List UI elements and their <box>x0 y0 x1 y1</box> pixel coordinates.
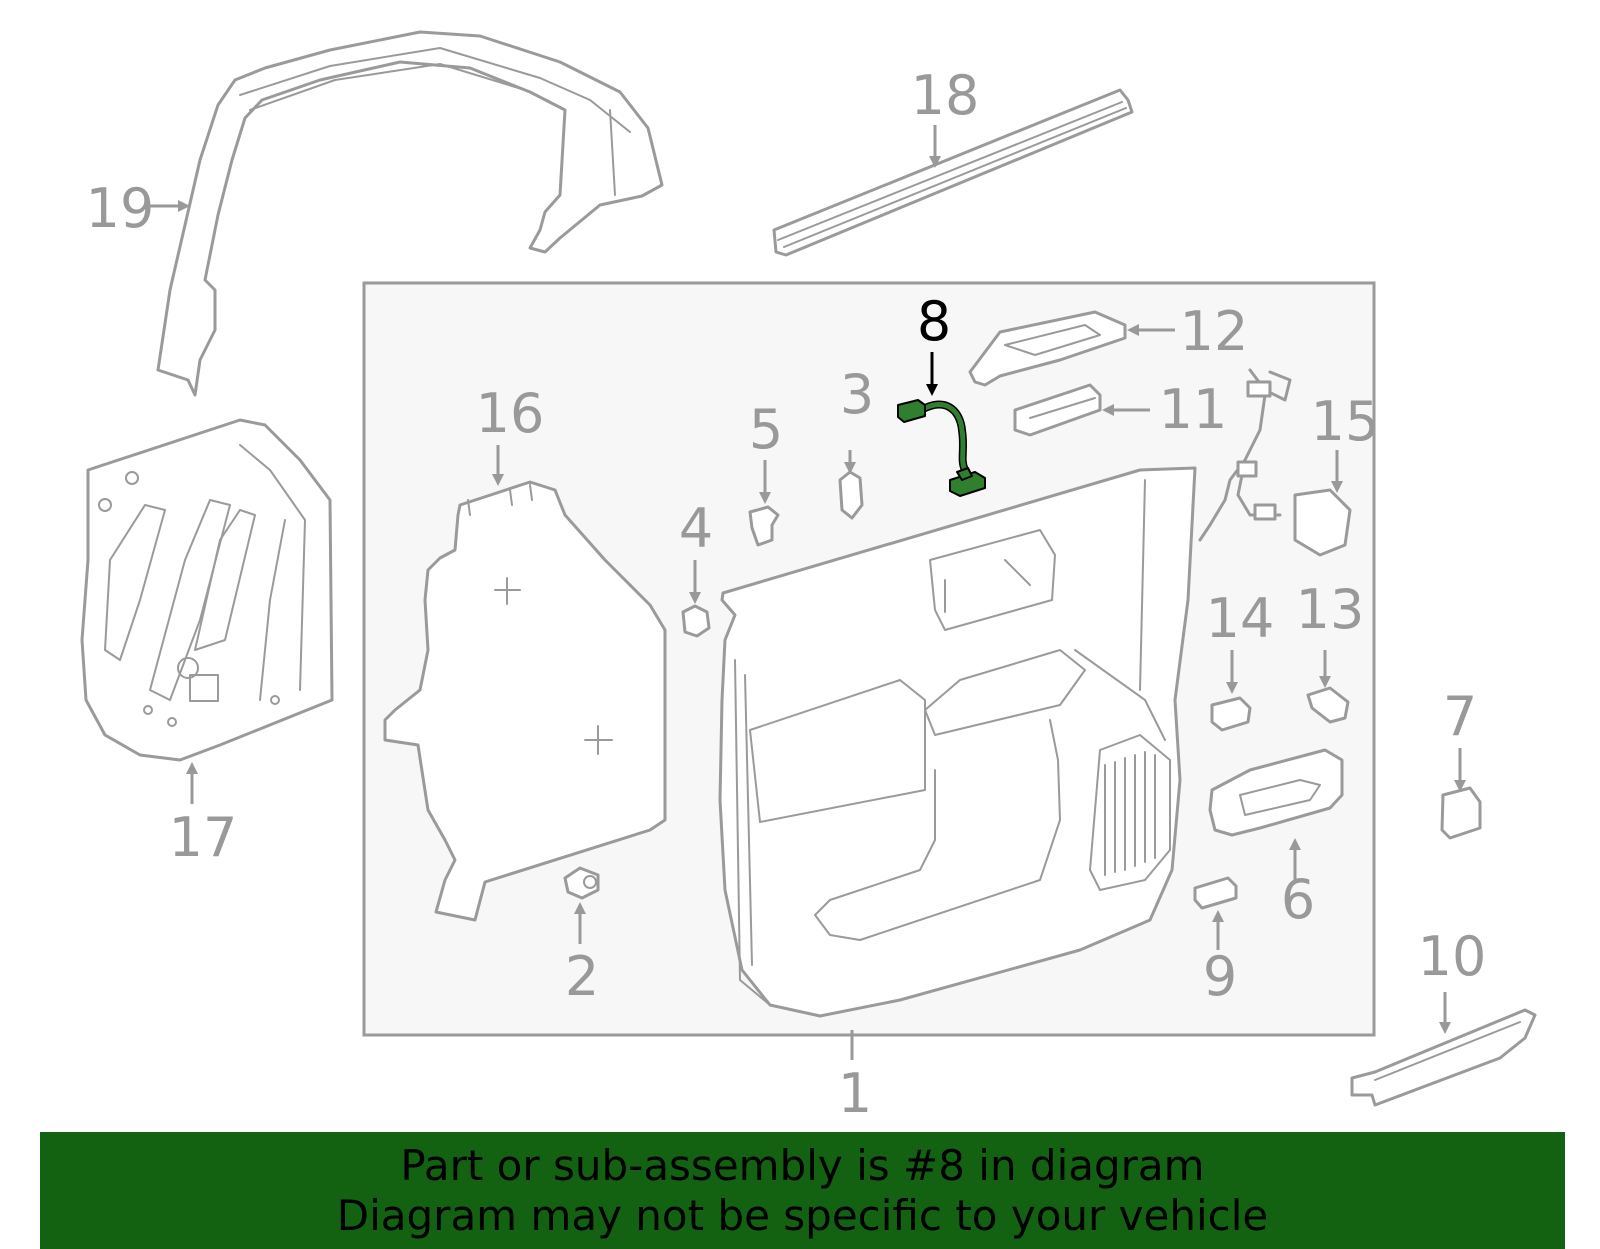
door-trim-panel <box>718 466 1197 1018</box>
callout-6: 6 <box>1281 868 1315 931</box>
callout-12: 12 <box>1180 300 1249 363</box>
part-7-cap <box>1440 786 1482 840</box>
callout-8: 8 <box>917 290 951 353</box>
part-13-switch <box>1306 686 1350 724</box>
part-6-inside-handle <box>1208 748 1344 837</box>
callout-4: 4 <box>679 497 713 560</box>
part-3-clip <box>838 470 864 520</box>
part-11-window-switch <box>1013 383 1102 437</box>
callout-17: 17 <box>169 806 238 869</box>
part-16-water-deflector <box>383 480 667 922</box>
callout-2: 2 <box>565 945 599 1008</box>
callout-1: 1 <box>838 1062 872 1125</box>
callout-7: 7 <box>1443 685 1477 748</box>
callout-9: 9 <box>1203 945 1237 1008</box>
part-4-nut <box>681 604 711 638</box>
callout-11: 11 <box>1159 378 1228 441</box>
callout-14: 14 <box>1206 587 1275 650</box>
callout-16: 16 <box>476 382 545 445</box>
part-18-belt-molding <box>772 88 1134 257</box>
callout-10: 10 <box>1418 925 1487 988</box>
part-5-push-pin <box>748 505 780 547</box>
part-14-switch <box>1210 696 1252 732</box>
callout-13: 13 <box>1296 578 1365 641</box>
callout-3: 3 <box>840 363 874 426</box>
callout-5: 5 <box>749 398 783 461</box>
banner-line-part: Part or sub-assembly is #8 in diagram <box>400 1141 1205 1190</box>
part-9-insert <box>1193 876 1238 910</box>
info-banner: Part or sub-assembly is #8 in diagram Di… <box>40 1132 1565 1249</box>
callout-19: 19 <box>86 177 155 240</box>
part-15-wiring-harness <box>1198 368 1352 557</box>
part-10-molding <box>1350 1008 1537 1107</box>
part-12-switch-bezel <box>968 310 1127 387</box>
callout-18: 18 <box>911 64 980 127</box>
part-19-frame-molding <box>156 30 664 397</box>
part-2-fastener <box>563 866 600 900</box>
part-17-door-module <box>80 418 334 762</box>
banner-line-disclaimer: Diagram may not be specific to your vehi… <box>336 1191 1269 1240</box>
part-8-wiring-jumper <box>897 399 986 497</box>
callout-15: 15 <box>1311 390 1380 453</box>
